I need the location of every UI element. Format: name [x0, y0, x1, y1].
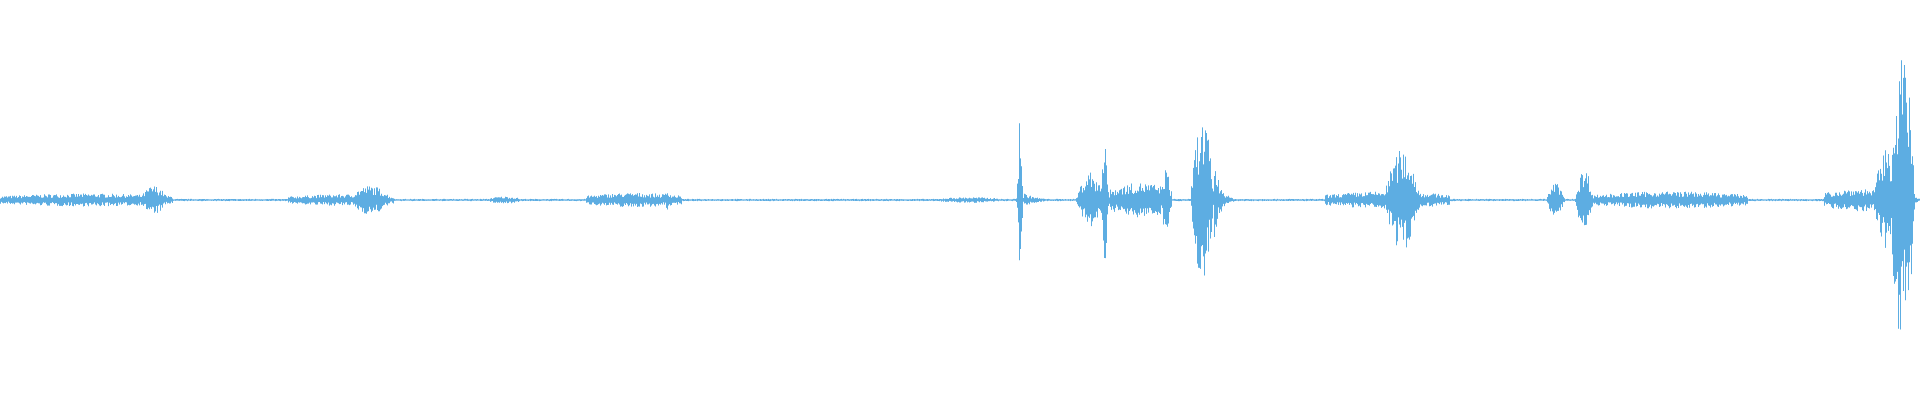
waveform-samples	[0, 60, 1920, 330]
